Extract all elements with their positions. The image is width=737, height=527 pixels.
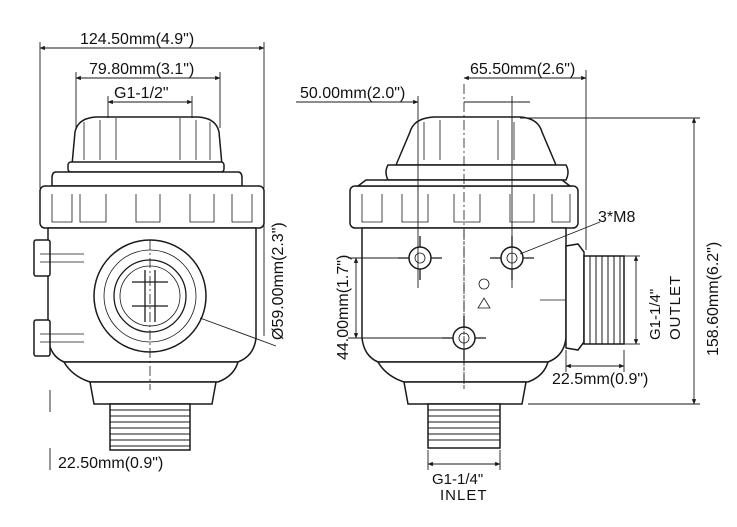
dim-offset-left: 50.00mm(2.0") [300,85,405,102]
dim-hole-spacing: 44.00mm(1.7") [335,255,352,360]
marking-dot [478,278,490,290]
dim-bottom-height: 22.50mm(0.9") [58,455,163,472]
dim-overall-height: 158.60mm(6.2") [705,242,722,356]
dim-cap-width: 79.80mm(3.1") [89,61,194,78]
outlet-label: OUTLET [667,275,684,340]
recycle-mark [477,297,491,309]
outlet-thread-label: G1-1/4" [647,289,664,340]
right-outlet [540,243,625,351]
left-dimensions [39,42,277,470]
dim-offset-right: 65.50mm(2.6") [470,61,575,78]
bolt-hole-left [398,236,442,280]
dim-outlet-depth: 22.5mm(0.9") [552,371,648,388]
left-view [33,116,265,451]
left-lock-ring [39,185,265,229]
bolt-spec-label: 3*M8 [598,209,635,226]
inlet-label: INLET [440,487,488,504]
right-view [349,84,625,449]
left-bottom-thread [109,403,191,451]
dim-port-size: G1-1/2" [114,85,169,102]
right-inlet [427,403,501,449]
dim-diameter: Ø59.00mm(2.3") [270,222,287,340]
right-top-cap [385,116,569,181]
left-top-cap [51,116,243,187]
right-dimensions [296,70,700,470]
inlet-thread-label: G1-1/4" [432,471,483,488]
dim-overall-width: 124.50mm(4.9") [80,31,194,48]
